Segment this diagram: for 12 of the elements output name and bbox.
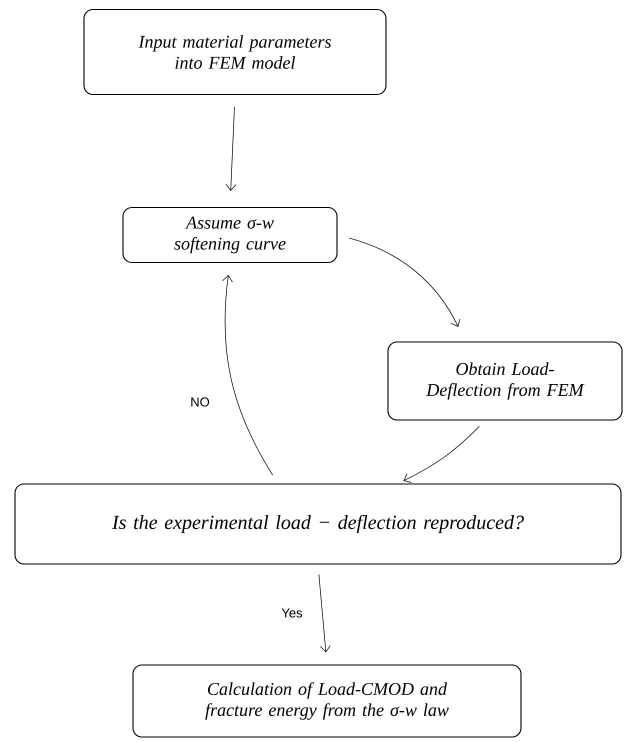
arrow (226, 106, 236, 191)
edge-label: Yes (280, 607, 304, 619)
arrow (348, 238, 460, 327)
arrow (318, 574, 331, 652)
process-box: Input material parameters into FEM model (83, 8, 387, 96)
process-box: Calculation of Load-CMOD and fracture energy from the σ-w law (132, 664, 522, 738)
edge-label: NO (189, 396, 211, 408)
process-box: Obtain Load-Deflection from FEM (387, 341, 623, 421)
process-box: Assume σ-w softening curve (122, 206, 338, 264)
arrow (222, 274, 273, 476)
process-box: Is the experimental load − deflection reproduced? (14, 483, 622, 565)
arrow (403, 426, 480, 483)
